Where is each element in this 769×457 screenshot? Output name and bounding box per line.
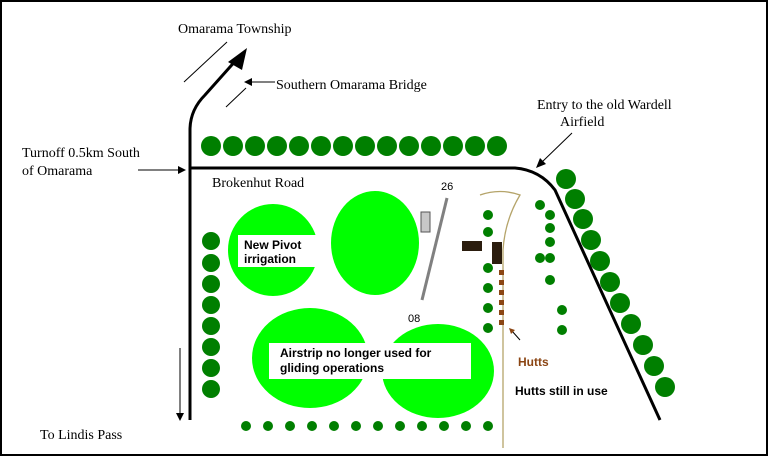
- pivot-label-line1: New Pivot: [244, 238, 301, 252]
- bridge-tick: [225, 87, 247, 108]
- entry-arrowhead: [536, 158, 546, 168]
- runway-end-north-label: 26: [441, 181, 453, 193]
- brokenhut-road: [190, 166, 662, 421]
- pointers: [138, 41, 573, 415]
- township-arrowhead: [228, 48, 247, 70]
- airstrip-label-line2: gliding operations: [280, 361, 384, 375]
- hutts-in-use-label: Hutts still in use: [515, 384, 608, 398]
- entry-label-line1: Entry to the old Wardell: [537, 98, 672, 113]
- bridge-arrowhead: [244, 78, 252, 86]
- state-highway: [188, 57, 240, 420]
- trees: [201, 136, 675, 431]
- roads: [188, 57, 662, 421]
- hutts-leader: [511, 330, 521, 341]
- pivot-field-east: [331, 191, 419, 295]
- hut-markers: [499, 270, 504, 325]
- lindis-label: To Lindis Pass: [40, 428, 122, 443]
- runway-end-south-label: 08: [408, 313, 420, 325]
- building-west: [462, 241, 482, 251]
- airstrip-label-box: [269, 343, 471, 379]
- building-east: [492, 242, 502, 264]
- hutts-label: Hutts: [518, 355, 549, 369]
- turnoff-label-line2: of Omarama: [22, 164, 93, 179]
- turnoff-arrowhead: [178, 166, 186, 174]
- runway: [420, 197, 449, 301]
- entry-label-line2: Airfield: [560, 115, 604, 130]
- fields: [228, 191, 494, 418]
- entry-leader: [540, 132, 573, 164]
- pivot-label-box: [238, 235, 318, 267]
- runway-building: [420, 211, 431, 233]
- bridge-label: Southern Omarama Bridge: [276, 78, 427, 93]
- hutts-arrowhead: [509, 328, 515, 334]
- township-label: Omarama Township: [178, 22, 291, 37]
- turnoff-label-line1: Turnoff 0.5km South: [22, 146, 140, 161]
- airstrip-label-line1: Airstrip no longer used for: [280, 346, 432, 360]
- pivot-label-line2: irrigation: [244, 252, 296, 266]
- lindis-arrowhead: [176, 413, 184, 421]
- farm-track: [479, 190, 521, 448]
- road-label: Brokenhut Road: [212, 176, 304, 191]
- township-leader: [183, 41, 228, 83]
